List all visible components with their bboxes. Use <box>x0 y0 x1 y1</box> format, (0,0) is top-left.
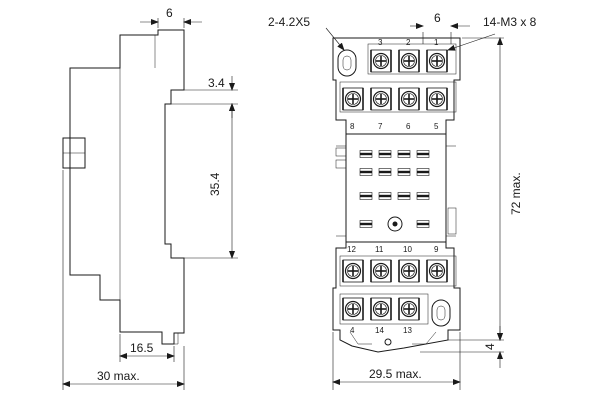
dim-total-width: 30 max. <box>97 369 140 383</box>
terminal-label: 10 <box>403 245 412 254</box>
side-view: 6 3.4 35.4 16.5 30 max. <box>62 6 238 390</box>
terminal-row-upper <box>342 87 448 111</box>
socket-center-hole <box>387 216 403 232</box>
terminal-label: 3 <box>378 38 383 47</box>
terminal-label: 13 <box>403 326 412 335</box>
side-view-inner-lines <box>100 30 159 301</box>
dim-top-width: 6 <box>166 6 173 20</box>
dim-front-width: 29.5 max. <box>369 367 422 381</box>
terminal-label: 1 <box>434 38 439 47</box>
side-view-outline <box>69 29 185 345</box>
terminal-row-bottom <box>342 297 420 321</box>
terminal-label: 4 <box>350 326 355 335</box>
dim-height: 35.4 <box>208 172 222 196</box>
terminal-label: 6 <box>406 122 411 131</box>
terminal-label: 12 <box>347 245 356 254</box>
dim-step: 3.4 <box>208 76 225 90</box>
terminal-label: 11 <box>375 245 384 254</box>
terminal-label: 7 <box>378 122 383 131</box>
dim-front-height: 72 max. <box>509 172 523 215</box>
socket-pins <box>359 150 430 228</box>
mount-hole-top <box>337 49 357 77</box>
terminal-row-top <box>370 49 448 73</box>
terminal-label: 2 <box>406 38 411 47</box>
dim-screws: 14-M3 x 8 <box>483 15 537 29</box>
terminal-row-lower <box>342 259 448 283</box>
dim-bottom: 4 <box>483 343 497 350</box>
mount-hole-bottom <box>431 299 451 327</box>
dim-bottom-offset: 16.5 <box>130 341 154 355</box>
dim-mount-holes: 2-4.2X5 <box>268 15 310 29</box>
terminal-label: 5 <box>434 122 439 131</box>
socket-area <box>345 133 447 243</box>
terminal-labels: 3 2 1 8 7 6 5 12 11 10 9 4 14 13 <box>347 38 439 335</box>
dim-pitch: 6 <box>434 11 441 25</box>
terminal-label: 14 <box>375 326 384 335</box>
front-view: 3 2 1 8 7 6 5 12 11 10 9 4 14 13 <box>268 11 537 390</box>
terminal-label: 8 <box>350 122 355 131</box>
terminal-label: 9 <box>434 245 439 254</box>
